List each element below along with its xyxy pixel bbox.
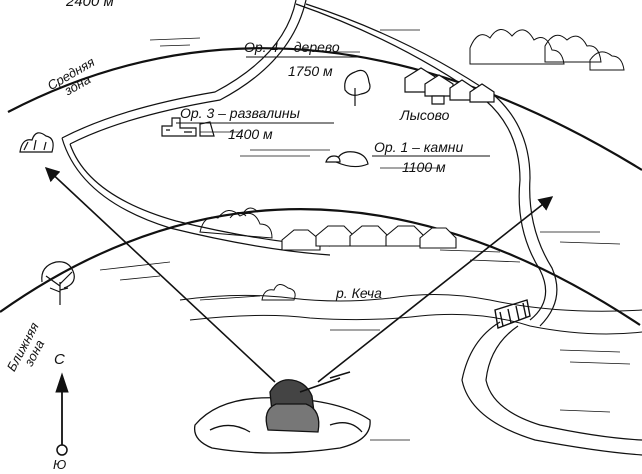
landmark-3-distance: 1400 м	[228, 126, 273, 142]
village-houses	[404, 67, 495, 105]
observer-position	[193, 371, 371, 454]
village-label: Лысово	[400, 107, 450, 123]
road-bottom	[461, 321, 642, 456]
arrow-to-middle-zone-right	[317, 196, 554, 383]
ruins-landmark-3	[161, 117, 215, 137]
road	[61, 0, 558, 327]
river	[179, 293, 642, 335]
forest-center	[199, 207, 273, 239]
tree-landmark-4	[344, 69, 371, 106]
houses-near-zone	[281, 225, 457, 251]
river-label: р. Кеча	[336, 285, 382, 301]
bush-middle-zone	[19, 132, 54, 153]
middle-zone-boundary	[0, 208, 641, 326]
compass-arrow	[55, 372, 69, 456]
landmark-1-name: Ор. 1 – камни	[374, 139, 464, 155]
compass-south-label: Ю	[53, 457, 67, 472]
stones-landmark-1	[325, 151, 369, 168]
arrow-to-middle-zone-left	[44, 167, 276, 383]
landmark-1-distance: 1100 м	[402, 159, 446, 175]
tree-near-zone	[41, 261, 75, 305]
far-distance-label: 2400 м	[66, 0, 114, 10]
compass-north-label: С	[54, 351, 65, 368]
landmark-3-name: Ор. 3 – развалины	[180, 105, 300, 121]
far-forest	[469, 29, 625, 71]
bush-near-river	[261, 284, 296, 301]
far-zone-boundary	[7, 47, 642, 171]
landmark-4-name: Ор. 4 – дерево	[244, 39, 340, 55]
landmark-4-distance: 1750 м	[288, 63, 333, 79]
